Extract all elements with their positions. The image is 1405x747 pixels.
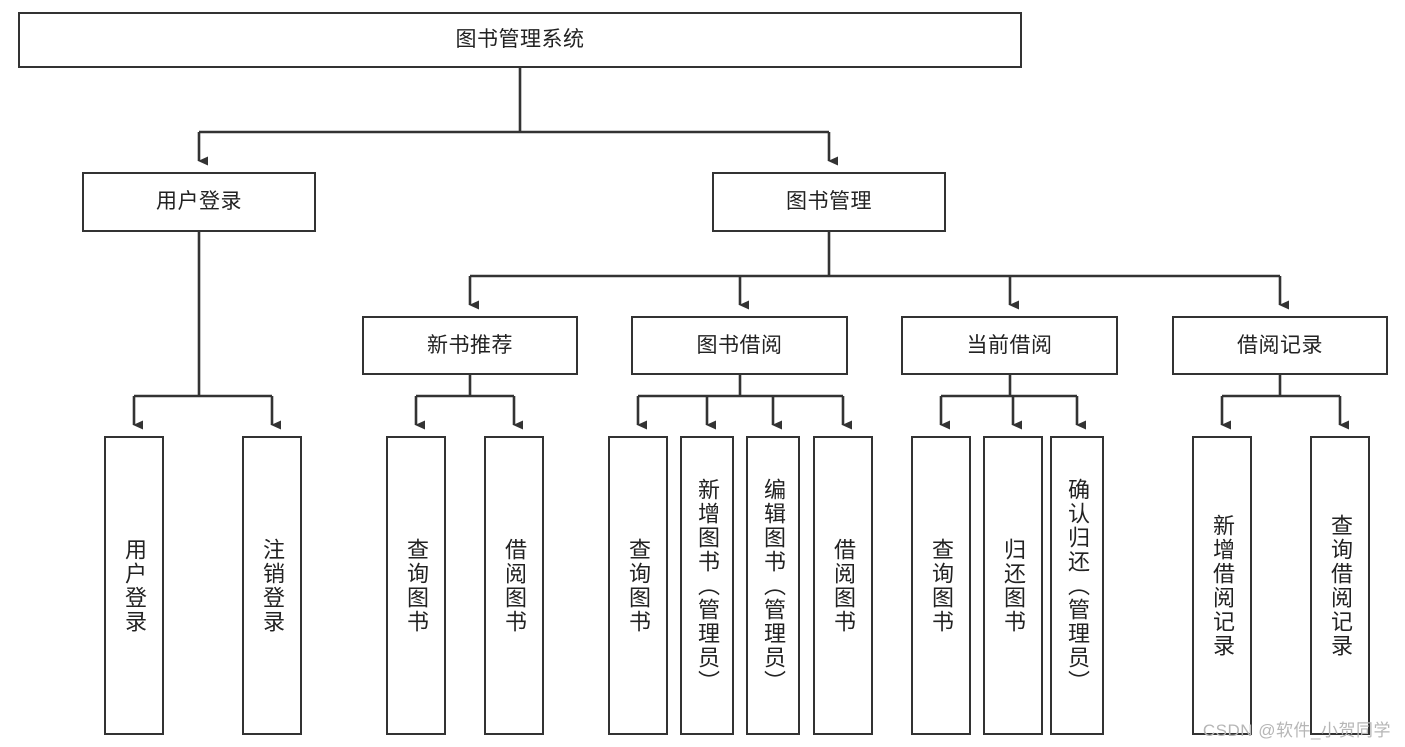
node-user-login[interactable]: 用户登录 xyxy=(82,172,316,232)
node-label: 新增借阅记录 xyxy=(1209,513,1235,658)
node-root[interactable]: 图书管理系统 xyxy=(18,12,1022,68)
csdn-watermark: CSDN @软件_小贺同学 xyxy=(1202,721,1391,740)
node-leaf-return[interactable]: 归还图书 xyxy=(983,436,1043,735)
node-leaf-borrow-2[interactable]: 借阅图书 xyxy=(813,436,873,735)
node-leaf-edit-book[interactable]: 编辑图书（管理员） xyxy=(746,436,800,735)
node-label: 图书管理系统 xyxy=(455,28,585,52)
node-label: 用户登录 xyxy=(156,190,242,214)
node-borrow-record[interactable]: 借阅记录 xyxy=(1172,316,1388,375)
node-label: 确认归还（管理员） xyxy=(1064,477,1090,694)
node-label: 查询图书 xyxy=(403,537,429,634)
node-label: 新增图书（管理员） xyxy=(694,477,720,694)
node-new-book-rec[interactable]: 新书推荐 xyxy=(362,316,578,375)
node-leaf-add-book[interactable]: 新增图书（管理员） xyxy=(680,436,734,735)
node-label: 图书借阅 xyxy=(696,333,783,357)
node-label: 新书推荐 xyxy=(427,333,513,357)
node-label: 编辑图书（管理员） xyxy=(760,477,786,694)
node-label: 借阅记录 xyxy=(1237,333,1323,357)
node-book-manage[interactable]: 图书管理 xyxy=(712,172,946,232)
node-leaf-borrow-1[interactable]: 借阅图书 xyxy=(484,436,544,735)
node-label: 查询图书 xyxy=(625,537,651,634)
node-leaf-query-3[interactable]: 查询图书 xyxy=(911,436,971,735)
node-label: 用户登录 xyxy=(121,537,147,634)
node-leaf-query-2[interactable]: 查询图书 xyxy=(608,436,668,735)
node-leaf-user-login[interactable]: 用户登录 xyxy=(104,436,164,735)
node-leaf-confirm[interactable]: 确认归还（管理员） xyxy=(1050,436,1104,735)
node-leaf-logout[interactable]: 注销登录 xyxy=(242,436,302,735)
node-leaf-query-1[interactable]: 查询图书 xyxy=(386,436,446,735)
node-label: 图书管理 xyxy=(786,190,872,214)
node-label: 注销登录 xyxy=(259,537,285,634)
node-leaf-add-rec[interactable]: 新增借阅记录 xyxy=(1192,436,1252,735)
node-label: 查询图书 xyxy=(928,537,954,634)
node-book-borrow[interactable]: 图书借阅 xyxy=(631,316,848,375)
node-label: 借阅图书 xyxy=(501,537,527,634)
node-label: 借阅图书 xyxy=(830,537,856,634)
node-label: 归还图书 xyxy=(1000,537,1026,634)
node-current-borrow[interactable]: 当前借阅 xyxy=(901,316,1118,375)
node-label: 查询借阅记录 xyxy=(1327,513,1353,658)
node-leaf-query-rec[interactable]: 查询借阅记录 xyxy=(1310,436,1370,735)
node-label: 当前借阅 xyxy=(966,333,1053,357)
